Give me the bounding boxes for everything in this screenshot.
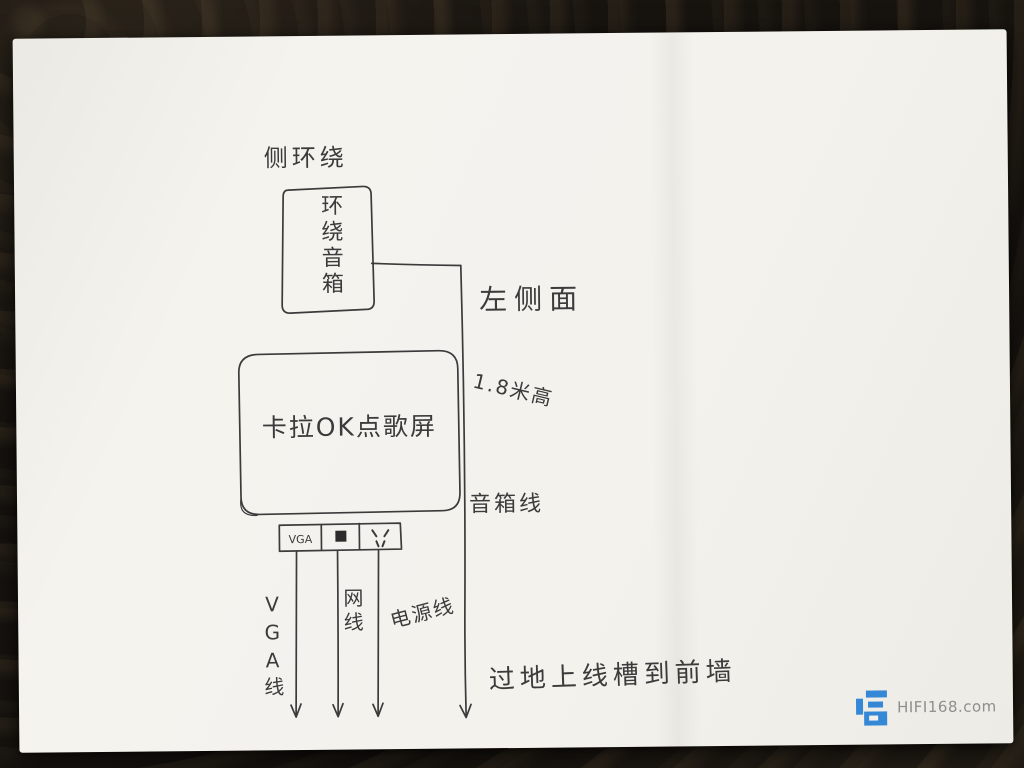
vga-port-label: VGA (289, 533, 313, 546)
surround-speaker-box (281, 185, 375, 314)
paper-sheet: VGA 侧环绕 环绕音箱 左侧面 1.8米高 卡拉OK点歌屏 音箱线 VGA线 … (12, 29, 1014, 753)
speaker-wire-line (370, 262, 462, 267)
label-left-side: 左侧面 (478, 282, 585, 317)
arrow-down-vga (290, 703, 302, 718)
watermark: HIFI168.com (855, 687, 997, 726)
arrow-down-power (372, 702, 384, 718)
network-cable-line (336, 549, 340, 717)
label-speaker-wire: 音箱线 (468, 491, 545, 518)
vga-cable-line (295, 550, 298, 717)
diagram-drawing: VGA (237, 185, 472, 719)
karaoke-screen-box (237, 349, 461, 516)
label-vga-cable: VGA线 (259, 592, 285, 701)
label-network-cable: 网线 (339, 587, 365, 636)
arrow-down-network (332, 702, 344, 718)
label-karaoke-screen: 卡拉OK点歌屏 (261, 411, 438, 443)
karaoke-screen-box-retrace (240, 498, 258, 517)
watermark-site-text: HIFI168.com (896, 697, 997, 717)
label-side-surround: 侧环绕 (263, 143, 348, 173)
arrow-down-speaker-wire (459, 703, 472, 719)
network-port-icon (335, 530, 347, 542)
hifi168-logo-icon (855, 690, 888, 726)
label-surround-speaker: 环绕音箱 (317, 193, 344, 298)
power-socket-icon (371, 529, 390, 548)
left-side-vertical-line (459, 264, 467, 716)
power-cable-line (377, 549, 380, 717)
